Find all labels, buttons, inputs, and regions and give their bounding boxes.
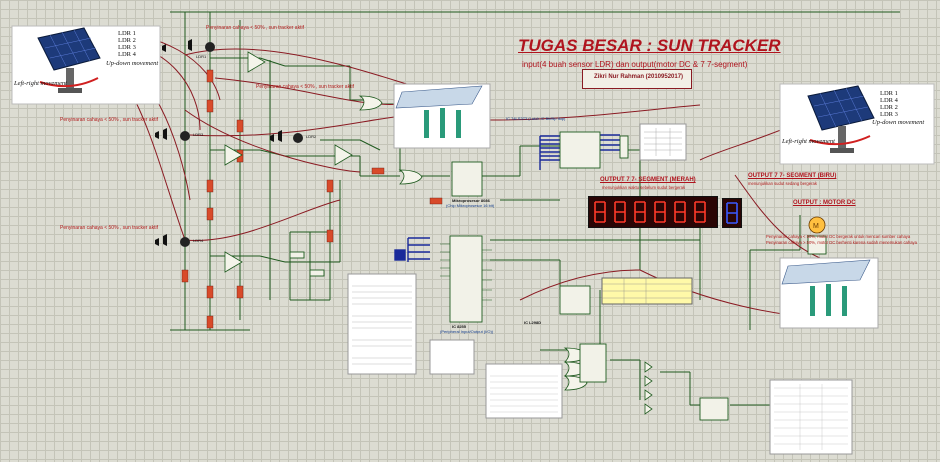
left-up-down-label: Up-down movement — [106, 60, 159, 67]
right-panel-pole — [838, 126, 846, 150]
motor-note-2: Penyinaran cahaya > 50%, motor DC berhen… — [766, 240, 917, 245]
right-ldr-label-1: LDR 1 — [880, 90, 898, 97]
ldr4-annotation: Penyinaran cahaya < 50% , sun tracker ak… — [60, 225, 158, 231]
ic-chips — [289, 131, 827, 421]
left-panel-grid — [44, 29, 97, 67]
ldr-symbols — [163, 39, 303, 247]
basic-operation-sheet — [347, 273, 417, 375]
red-digits — [594, 201, 706, 223]
ldr3-label: LDR3 — [193, 132, 204, 137]
seg-red-label: OUTPUT 7 7- SEGMENT (MERAH) — [600, 177, 696, 183]
right-panel-grid — [813, 87, 869, 128]
seg-blue-note: menunjukkan sudut sedang bergerak — [748, 181, 817, 186]
basic-operation-lines — [352, 285, 412, 365]
left-panel-pole — [66, 68, 74, 90]
motor-state-lines — [602, 278, 692, 304]
right-ldr-label-3: LDR 2 — [880, 104, 898, 111]
page-subtitle: input(4 buah sensor LDR) dan output(moto… — [522, 60, 748, 69]
right-ldr-label-2: LDR 4 — [880, 97, 898, 104]
right-panel-base — [830, 148, 854, 153]
author-box — [582, 69, 692, 89]
latch-truth-table — [639, 123, 687, 161]
ic8255-label: IC 8255 — [452, 324, 467, 329]
truth-table-lines — [490, 375, 558, 413]
tracker-bottom-legs — [810, 284, 847, 316]
right-up-down-label: Up-down movement — [872, 119, 925, 126]
blue-digit — [726, 202, 738, 224]
ldr3-annotation: Penyinaran cahaya < 50% , sun tracker ak… — [60, 117, 158, 123]
right-ldr-label-4: LDR 3 — [880, 111, 898, 118]
l298-label: IC L298D — [524, 320, 542, 325]
resistors — [181, 69, 443, 329]
seven-segment-blue — [722, 198, 742, 228]
ldr1-annotation: Penyinaran cahaya < 50% , sun tracker ak… — [206, 25, 304, 31]
left-lr-label: Left-right movement — [14, 80, 67, 87]
seg-blue-label: OUTPUT 7 7- SEGMENT (BIRU) — [748, 173, 837, 179]
seven-segment-red — [588, 196, 718, 228]
segment-code-table — [769, 379, 853, 455]
tracker-top-panel-icon — [395, 85, 483, 109]
micro-label: Mikroprosesor 8086 — [452, 198, 490, 203]
author-name: Zikri Nur Rahman (2010952017) — [594, 74, 684, 80]
chip-pins — [440, 243, 492, 301]
right-solar-panel-icon — [807, 85, 875, 131]
right-lr-label: Left-right movement — [782, 138, 835, 145]
tracker-top-legs — [424, 108, 461, 138]
left-lr-arrow-icon — [39, 77, 99, 88]
left-panel-base — [58, 88, 82, 93]
ldr2-annotation: Penyinaran cahaya < 50% , sun tracker ak… — [256, 84, 354, 90]
motor-dc-icon — [808, 216, 826, 234]
page-title: TUGAS BESAR : SUN TRACKER — [518, 36, 781, 55]
latch-table-lines — [644, 128, 682, 156]
left-ldr-label-3: LDR 3 — [118, 44, 136, 51]
motor-m-glyph: M — [813, 223, 819, 230]
ldr2-label: LDR2 — [306, 134, 317, 139]
data-bus — [394, 134, 620, 262]
speaker-icons — [155, 44, 274, 246]
motor-label: OUTPUT : MOTOR DC — [793, 200, 856, 206]
seg-red-note: menunjukkan waktu sebelum sudut bergerak — [602, 185, 686, 190]
left-ldr-label-4: LDR 4 — [118, 51, 136, 58]
truth-table-sheet — [485, 363, 563, 419]
segment-table-lines — [774, 384, 848, 450]
analog-wiring — [170, 11, 900, 406]
left-solar-panel-icon — [37, 27, 101, 71]
right-lr-arrow-icon — [809, 135, 871, 146]
ldr1-label: LDR1 — [196, 54, 207, 59]
left-ldr-label-1: LDR 1 — [118, 30, 136, 37]
tracker-bottom-panel-icon — [781, 259, 871, 285]
left-ldr-label-2: LDR 2 — [118, 37, 136, 44]
ldr4-label: LDR4 — [193, 238, 204, 243]
micro-sublabel: (Chip Mikroprosesor 16 bit) — [446, 203, 495, 208]
op-amps — [224, 51, 353, 273]
ic74ls373-label: IC 74LS373 (Latch IC Bit/flip flop) — [506, 116, 566, 121]
motor-note-1: Penyinaran cahaya < 50%, motor DC berger… — [766, 234, 911, 239]
ic8255-sublabel: (Peripheral Input/Output (I/O)) — [440, 329, 494, 334]
ic-pin-table — [429, 339, 475, 375]
